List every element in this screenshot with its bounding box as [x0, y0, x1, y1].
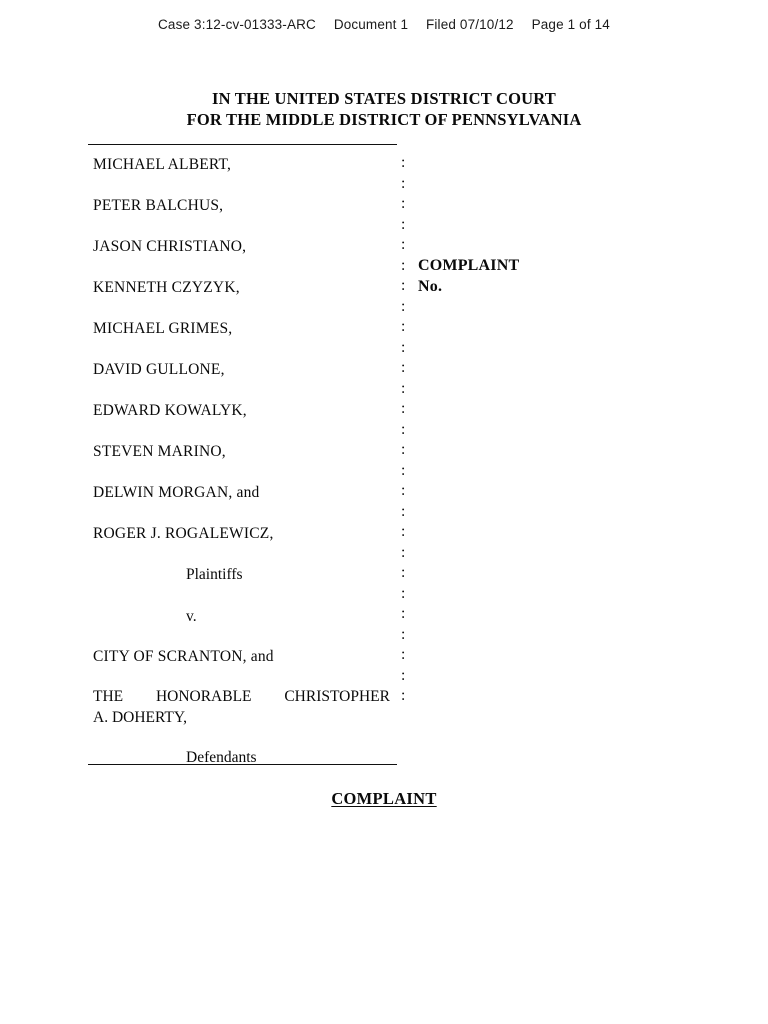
document-body-heading: COMPLAINT	[0, 789, 768, 809]
plaintiff-name: PETER BALCHUS,	[93, 197, 224, 214]
plaintiff-row: EDWARD KOWALYK,	[93, 401, 247, 420]
plaintiff-row: DAVID GULLONE,	[93, 360, 225, 379]
caption-colon: :	[401, 195, 406, 212]
ecf-document-number: Document 1	[333, 17, 409, 32]
caption-colon: :	[401, 461, 406, 479]
plaintiff-name: JASON CHRISTIANO,	[93, 238, 247, 255]
plaintiff-row: DELWIN MORGAN, and	[93, 483, 259, 502]
defendants-label: Defendants	[186, 749, 257, 766]
plaintiffs-label: Plaintiffs	[186, 566, 243, 583]
caption-colon: :	[401, 154, 406, 171]
defendant-row: CITY OF SCRANTON, and	[93, 647, 274, 666]
plaintiff-name-suffix: and	[232, 484, 260, 501]
plaintiff-name: DELWIN MORGAN,	[93, 484, 233, 501]
caption-colon: :	[401, 420, 406, 438]
court-title: IN THE UNITED STATES DISTRICT COURT FOR …	[0, 88, 768, 130]
plaintiff-name: MICHAEL ALBERT,	[93, 156, 232, 173]
plaintiff-row: MICHAEL GRIMES,	[93, 319, 232, 338]
defendant-name-suffix: and	[246, 648, 274, 665]
plaintiff-name: DAVID GULLONE,	[93, 361, 225, 378]
plaintiff-row: STEVEN MARINO,	[93, 442, 226, 461]
caption-colon: :	[401, 236, 406, 253]
caption-colon: :	[401, 441, 406, 458]
caption-colon: :	[401, 338, 406, 356]
court-title-line-1: IN THE UNITED STATES DISTRICT COURT	[211, 89, 556, 108]
ecf-filed-date: Filed 07/10/12	[426, 17, 514, 32]
caption-colon: :	[401, 646, 406, 663]
caption-colon: :	[401, 523, 406, 540]
caption-colon: :	[401, 584, 406, 602]
caption-block	[88, 144, 398, 145]
caption-colon: :	[401, 379, 406, 397]
plaintiff-row: PETER BALCHUS,	[93, 196, 223, 215]
court-title-line-2: FOR THE MIDDLE DISTRICT OF PENNSYLVANIA	[186, 110, 582, 129]
case-type-label: COMPLAINT	[418, 257, 520, 274]
plaintiff-name: ROGER J. ROGALEWICZ,	[93, 525, 274, 542]
caption-colon: :	[401, 543, 406, 561]
caption-colon: :	[401, 482, 406, 499]
caption-colon: :	[401, 215, 406, 233]
caption-top-rule	[88, 144, 397, 145]
caption-colon-column: :::::::::::::::::::::::::::	[401, 153, 405, 707]
defendant-row-justified: THE HONORABLE CHRISTOPHER A. DOHERTY,	[93, 687, 390, 728]
plaintiff-name: EDWARD KOWALYK,	[93, 402, 247, 419]
caption-colon: :	[401, 625, 406, 643]
caption-colon: :	[401, 666, 406, 684]
caption-colon: :	[401, 174, 406, 192]
ecf-header-stamp: Case 3:12-cv-01333-ARC Document 1 Filed …	[0, 17, 768, 32]
ecf-case-number: Case 3:12-cv-01333-ARC	[158, 17, 316, 32]
plaintiff-row: JASON CHRISTIANO,	[93, 237, 246, 256]
defendant-name: CITY OF SCRANTON,	[93, 648, 247, 665]
plaintiff-row: ROGER J. ROGALEWICZ,	[93, 524, 274, 543]
plaintiff-row: MICHAEL ALBERT,	[93, 155, 231, 174]
caption-bottom-rule	[88, 764, 397, 765]
plaintiff-name: KENNETH CZYZYK,	[93, 279, 240, 296]
plaintiff-name: STEVEN MARINO,	[93, 443, 226, 460]
caption-colon: :	[401, 502, 406, 520]
caption-colon: :	[401, 318, 406, 335]
caption-colon: :	[401, 359, 406, 376]
document-body-heading-text: COMPLAINT	[331, 789, 437, 808]
plaintiff-row: KENNETH CZYZYK,	[93, 278, 240, 297]
caption-colon: :	[401, 297, 406, 315]
caption-colon: :	[401, 256, 406, 274]
caption-colon: :	[401, 564, 406, 581]
versus-label: v.	[186, 608, 197, 625]
caption-colon: :	[401, 277, 406, 294]
defendant-name-line-2: A. DOHERTY,	[93, 708, 187, 726]
caption-colon: :	[401, 605, 406, 622]
defendant-name-line-1: THE HONORABLE CHRISTOPHER	[93, 688, 390, 705]
caption-colon: :	[401, 687, 406, 704]
case-number-label: No.	[418, 278, 443, 295]
plaintiff-name: MICHAEL GRIMES,	[93, 320, 233, 337]
ecf-page-number: Page 1 of 14	[531, 17, 610, 32]
caption-colon: :	[401, 400, 406, 417]
